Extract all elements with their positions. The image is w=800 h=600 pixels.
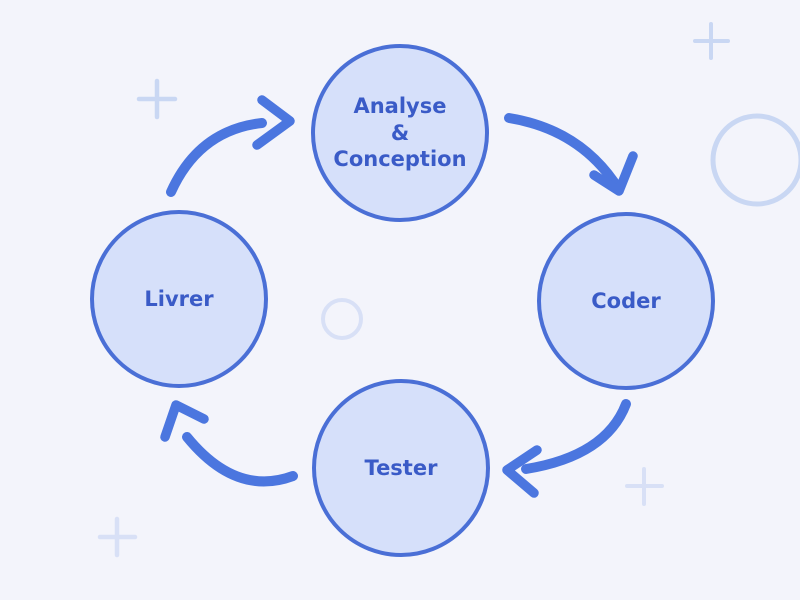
plus-icon — [97, 516, 138, 558]
node-coder: Coder — [537, 212, 715, 390]
arrow-livrer-to-analyse — [166, 95, 295, 197]
circle-outline-decoration — [710, 113, 800, 207]
node-label: Tester — [364, 455, 438, 480]
plus-icon — [625, 467, 664, 506]
node-tester: Tester — [312, 379, 490, 557]
circle-outline-decoration — [321, 298, 363, 340]
arrow-coder-to-tester — [502, 399, 631, 498]
arrow-analyse-to-coder — [504, 113, 638, 196]
arrow-tester-to-livrer — [160, 400, 298, 487]
node-label: Analyse & Conception — [333, 93, 467, 172]
node-label: Coder — [591, 288, 661, 313]
plus-icon — [136, 78, 178, 120]
decorations — [97, 22, 800, 558]
node-analyse-conception: Analyse & Conception — [311, 44, 489, 222]
node-livrer: Livrer — [90, 210, 268, 388]
plus-icon — [693, 22, 730, 60]
node-label: Livrer — [144, 286, 214, 311]
